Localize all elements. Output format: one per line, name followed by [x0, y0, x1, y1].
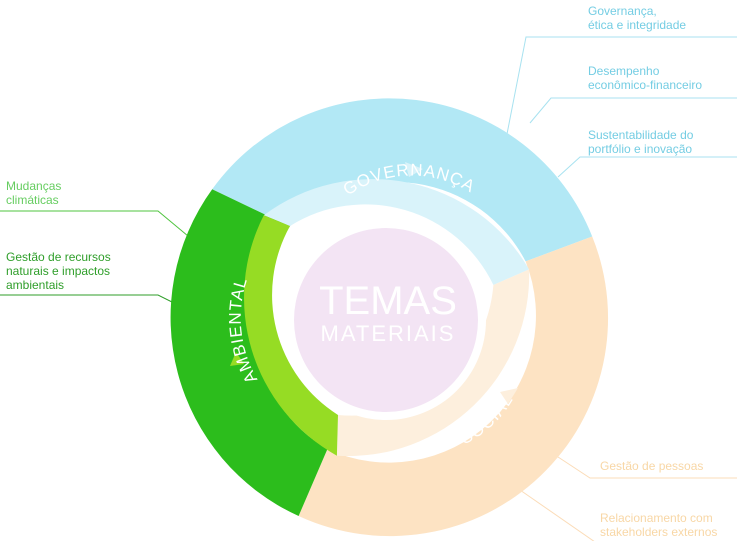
connector-relacionamento: [519, 489, 595, 541]
arrow-social: [500, 388, 518, 404]
topic-line: Relacionamento com: [600, 511, 713, 525]
center-title: TEMAS: [319, 279, 457, 323]
topic-line: portfólio e inovação: [588, 142, 693, 156]
topic-mudancas-climaticas: Mudanças climáticas: [6, 179, 61, 207]
topic-line: ambientais: [6, 278, 65, 292]
connector-sustentabilidade: [557, 156, 737, 178]
arrow-environmental: [230, 352, 244, 366]
topic-line: climáticas: [6, 193, 59, 207]
topic-line: ética e integridade: [588, 18, 687, 32]
topic-desempenho: Desempenho econômico-financeiro: [588, 64, 702, 92]
topic-governanca-etica: Governança, ética e integridade: [588, 4, 686, 32]
connector-gestao-pessoas: [554, 454, 737, 479]
topic-line: Governança,: [588, 4, 657, 18]
ring-outer-governance: [212, 98, 593, 262]
ring-inner-governance: [263, 179, 530, 285]
topic-gestao-recursos: Gestão de recursos naturais e impactos a…: [6, 250, 111, 292]
topic-line: stakeholders externos: [600, 525, 718, 539]
connector-desempenho: [529, 97, 737, 124]
topic-sustentabilidade: Sustentabilidade do portfólio e inovação: [588, 128, 693, 156]
topic-line: Gestão de pessoas: [600, 459, 704, 473]
ring-inner-environmental: [244, 215, 338, 456]
center-circle: [294, 228, 478, 412]
arrow-governance: [405, 162, 423, 177]
connector-governanca-etica: [506, 36, 737, 135]
topic-line: Gestão de recursos: [6, 250, 111, 264]
topic-line: Mudanças: [6, 179, 62, 193]
ring-inner-social: [336, 269, 530, 457]
center-subtitle: MATERIAIS: [321, 321, 456, 346]
topic-line: Sustentabilidade do: [588, 128, 694, 142]
topic-gestao-pessoas: Gestão de pessoas: [600, 459, 703, 473]
topic-line: econômico-financeiro: [588, 78, 703, 92]
ring-outer-social: [298, 236, 609, 537]
connector-mudancas: [0, 210, 189, 237]
topic-relacionamento: Relacionamento com stakeholders externos: [600, 511, 717, 539]
ring-outer-environmental: [170, 189, 328, 517]
topic-line: Desempenho: [588, 64, 660, 78]
topic-line: naturais e impactos: [6, 264, 111, 278]
connector-gestao-recursos: [0, 294, 181, 307]
